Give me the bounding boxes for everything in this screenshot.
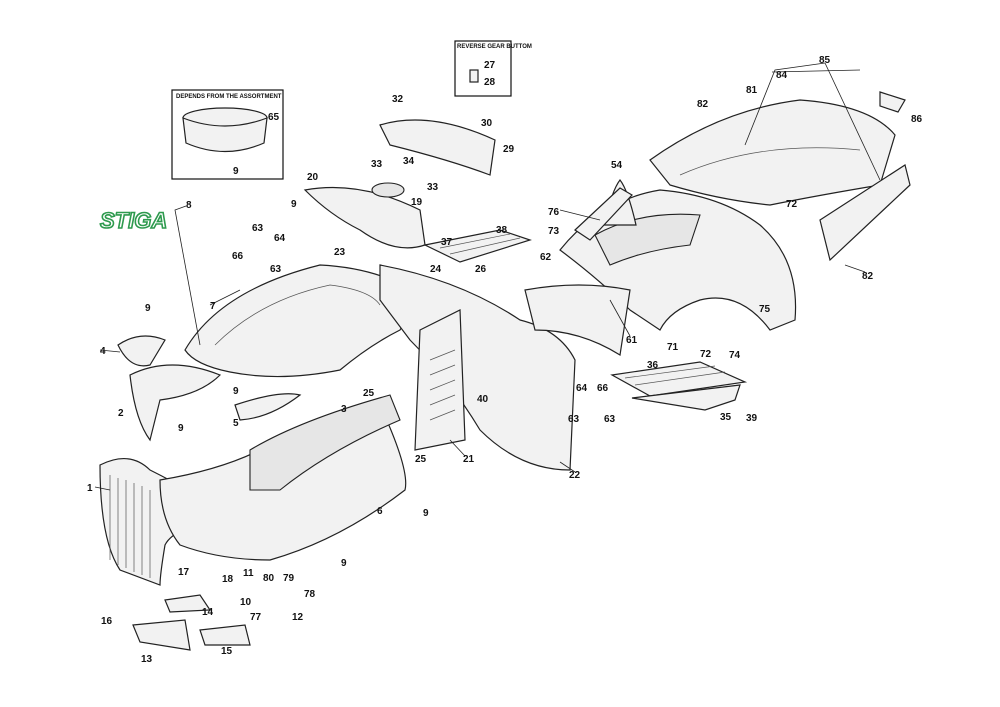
callout: 80 xyxy=(263,573,275,584)
leader-lines xyxy=(94,62,881,491)
callout: 62 xyxy=(540,252,552,263)
callout: 17 xyxy=(178,567,190,578)
callout: 26 xyxy=(475,264,487,275)
callout: 18 xyxy=(222,574,234,585)
callout: 13 xyxy=(141,654,153,665)
callout: 71 xyxy=(667,342,679,353)
central-tunnel xyxy=(379,264,576,471)
callout: 66 xyxy=(597,383,609,394)
bonnet-hood xyxy=(184,264,421,378)
callout: 84 xyxy=(776,70,788,81)
callout: 73 xyxy=(548,226,560,237)
callout: 14 xyxy=(202,607,214,618)
callout: 10 xyxy=(240,597,252,608)
callout: 19 xyxy=(411,197,423,208)
callout: 63 xyxy=(270,264,282,275)
callout: 6 xyxy=(377,506,383,517)
lower-chassis-shell xyxy=(159,394,407,561)
callout: 82 xyxy=(862,271,874,282)
assortment-inset-title: DEPENDS FROM THE ASSORTMENT xyxy=(176,94,282,100)
callout: 9 xyxy=(291,199,297,210)
callout: 22 xyxy=(569,470,581,481)
callout: 2 xyxy=(118,408,124,419)
callout: 63 xyxy=(252,223,264,234)
callout: 81 xyxy=(746,85,758,96)
callout: 9 xyxy=(233,166,239,177)
callout: 40 xyxy=(477,394,489,405)
callout: 72 xyxy=(700,349,712,360)
callout: 77 xyxy=(250,612,262,623)
small-brackets xyxy=(132,393,302,651)
rear-fender xyxy=(524,189,797,356)
stiga-logo: STIGA xyxy=(100,208,167,233)
gear-lever-boot xyxy=(574,179,637,241)
callout: 82 xyxy=(697,99,709,110)
callout: 5 xyxy=(233,418,239,429)
callout: 63 xyxy=(568,414,580,425)
callout: 21 xyxy=(463,454,475,465)
callout: 9 xyxy=(145,303,151,314)
callout: 25 xyxy=(415,454,427,465)
callout: 65 xyxy=(268,112,280,123)
callout: 39 xyxy=(746,413,758,424)
callout: 64 xyxy=(274,233,286,244)
callout: 61 xyxy=(626,335,638,346)
callout: 33 xyxy=(371,159,383,170)
callout: 63 xyxy=(604,414,616,425)
callout: 16 xyxy=(101,616,113,627)
callout: 76 xyxy=(548,207,560,218)
callout: 3 xyxy=(341,404,347,415)
callout: 25 xyxy=(363,388,375,399)
callout: 12 xyxy=(292,612,304,623)
callout: 11 xyxy=(243,568,254,579)
callout: 74 xyxy=(729,350,741,361)
callout: 15 xyxy=(221,646,233,657)
callout: 28 xyxy=(484,77,496,88)
side-panel-left xyxy=(117,335,222,442)
callout: 23 xyxy=(334,247,346,258)
callout: 34 xyxy=(403,156,415,167)
callout: 4 xyxy=(100,346,106,357)
callout: 24 xyxy=(430,264,442,275)
callout: 1 xyxy=(87,483,93,494)
callout: 37 xyxy=(441,237,453,248)
callout: 33 xyxy=(427,182,439,193)
callout: 38 xyxy=(496,225,508,236)
reverse-gear-inset-title: REVERSE GEAR BUTTOM xyxy=(457,44,532,50)
callout: 27 xyxy=(484,60,496,71)
rear-hood xyxy=(649,91,911,262)
callout: 36 xyxy=(647,360,659,371)
callout: 86 xyxy=(911,114,923,125)
assortment-inset: DEPENDS FROM THE ASSORTMENT xyxy=(171,89,284,180)
callout: 9 xyxy=(341,558,347,569)
callout: 72 xyxy=(786,199,798,210)
callout: 30 xyxy=(481,118,493,129)
callout: 9 xyxy=(423,508,429,519)
callout: 78 xyxy=(304,589,316,600)
callout: 79 xyxy=(283,573,295,584)
callout: 8 xyxy=(186,200,192,211)
callout: 7 xyxy=(210,301,216,312)
callout: 32 xyxy=(392,94,404,105)
footboards xyxy=(423,229,748,411)
callout: 9 xyxy=(178,423,184,434)
callout: 54 xyxy=(611,160,623,171)
callout: 20 xyxy=(307,172,319,183)
callout: 29 xyxy=(503,144,515,155)
callout: 64 xyxy=(576,383,588,394)
callout: 75 xyxy=(759,304,771,315)
callout: 66 xyxy=(232,251,244,262)
callout: 85 xyxy=(819,55,831,66)
reverse-gear-inset: REVERSE GEAR BUTTOM xyxy=(454,40,532,97)
callouts: 65 9 27 28 32 30 29 33 34 33 85 84 82 81… xyxy=(87,55,923,665)
callout: 35 xyxy=(720,412,732,423)
dashboard-panel xyxy=(303,119,496,249)
callout: 9 xyxy=(233,386,239,397)
